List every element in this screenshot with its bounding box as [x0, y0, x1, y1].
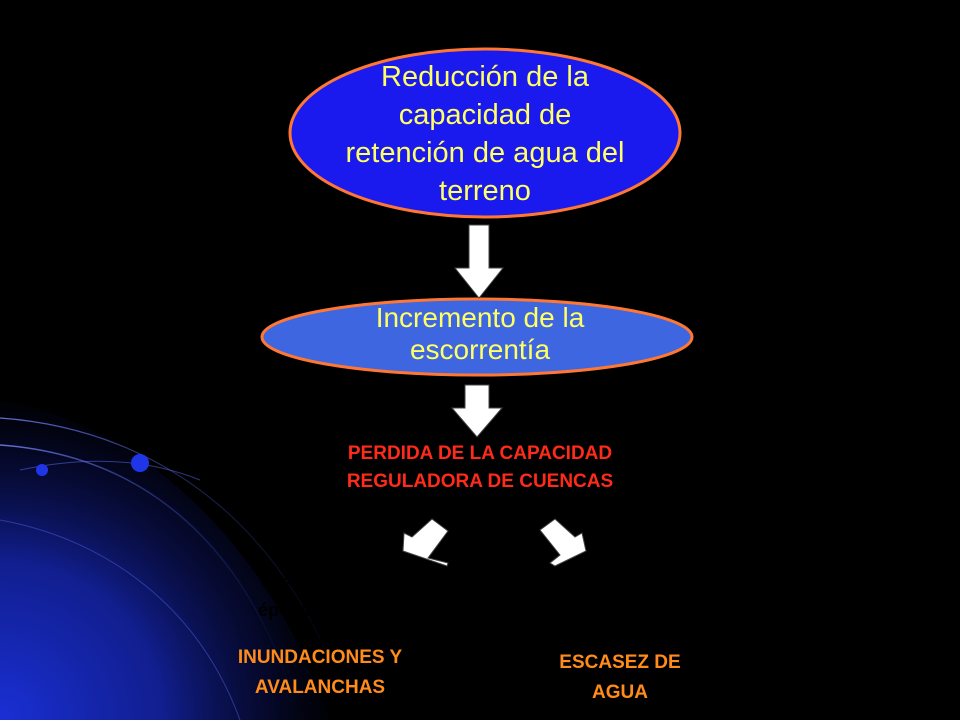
down-arrow-icon — [453, 224, 505, 299]
top-node-ellipse — [288, 47, 682, 219]
left-branch-effect: INUNDACIONES Y AVALANCHAS — [237, 647, 403, 698]
decor-dot — [131, 454, 149, 472]
decor-arc — [0, 519, 241, 720]
down-left-arrow-icon — [402, 518, 449, 567]
right-branch-effect: ESCASEZ DE AGUA — [559, 652, 681, 703]
decor-glow — [0, 400, 330, 720]
down-right-arrow-icon — [539, 518, 587, 567]
middle-node-label: Incremento de la escorrentía — [375, 302, 585, 365]
left-branch-cause: Crecientes en época lluviosa — [257, 572, 383, 620]
decor-dot — [36, 464, 48, 476]
right-branch-cause: Flujo reducido en épocas secas — [544, 582, 695, 630]
decor-arc — [0, 417, 351, 720]
decor-arc — [0, 444, 301, 720]
middle-node-ellipse — [260, 297, 694, 377]
top-node-label: Reducción de la capacidad de retención d… — [345, 61, 625, 207]
consequence-label: PERDIDA DE LA CAPACIDAD REGULADORA DE CU… — [346, 443, 614, 492]
down-arrow-icon — [450, 384, 504, 438]
